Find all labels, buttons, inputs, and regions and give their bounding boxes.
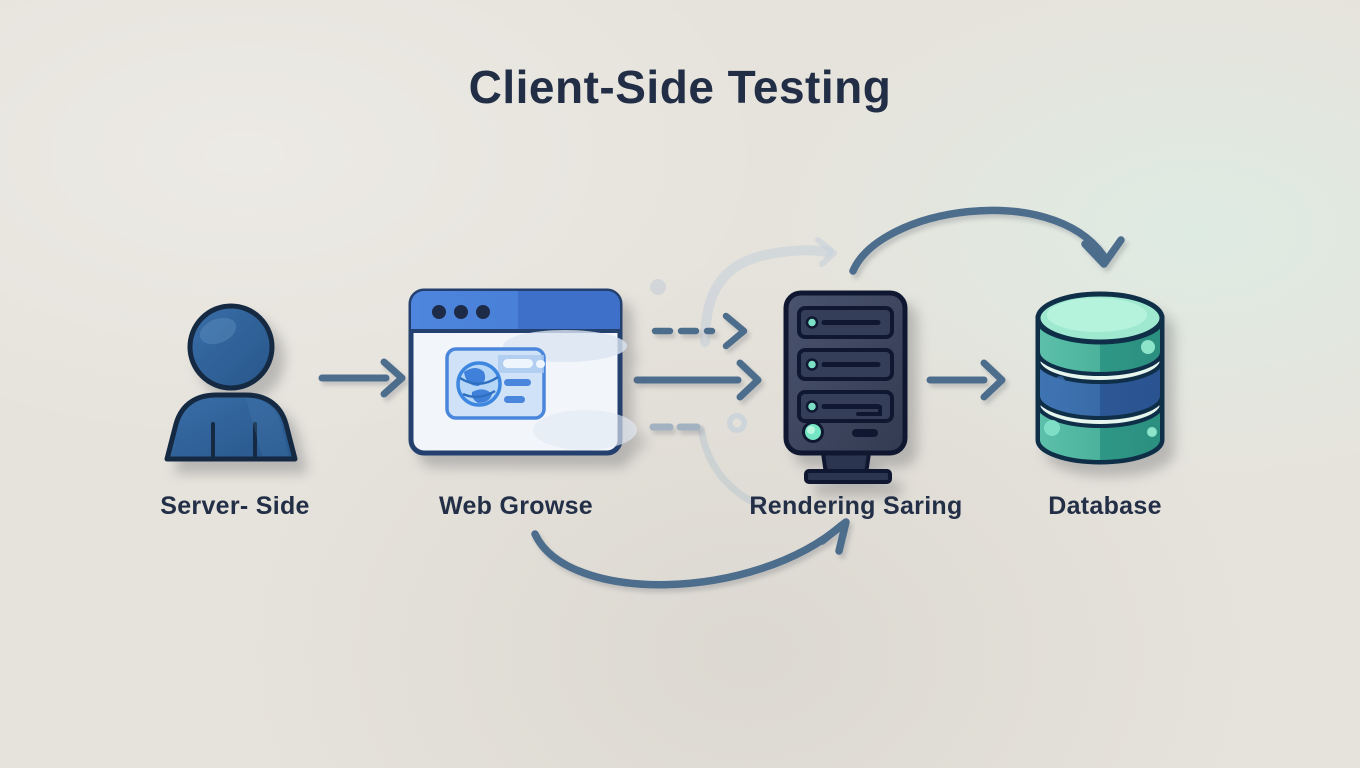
browser-window-icon	[408, 288, 637, 456]
arrow-browser-to-server-dashed	[651, 312, 748, 350]
label-database: Database	[1048, 492, 1162, 520]
window-dot	[432, 305, 446, 319]
server-slot	[797, 390, 894, 423]
label-server-side: Server- Side	[160, 492, 310, 520]
window-dot	[476, 305, 490, 319]
faint-hint-marks	[650, 237, 837, 511]
label-rendering-saring: Rendering Saring	[749, 492, 963, 520]
curved-arrow-top	[849, 206, 1125, 275]
server-power-led	[802, 421, 824, 443]
arrow-browser-to-server	[633, 359, 762, 401]
label-web-growse: Web Growse	[439, 492, 593, 520]
diagram-title: Client-Side Testing	[468, 61, 892, 113]
flow-arrows	[318, 206, 1125, 589]
globe-icon	[456, 361, 502, 407]
arrow-server-to-database	[926, 359, 1006, 401]
window-dot	[454, 305, 468, 319]
server-slot	[797, 306, 894, 339]
server-slot	[797, 348, 894, 381]
database-icon	[1035, 291, 1165, 465]
user-icon	[164, 303, 298, 462]
webpage-card	[445, 347, 546, 420]
curved-arrow-bottom	[531, 518, 850, 589]
arrow-user-to-browser	[318, 358, 406, 398]
server-icon	[783, 290, 908, 484]
